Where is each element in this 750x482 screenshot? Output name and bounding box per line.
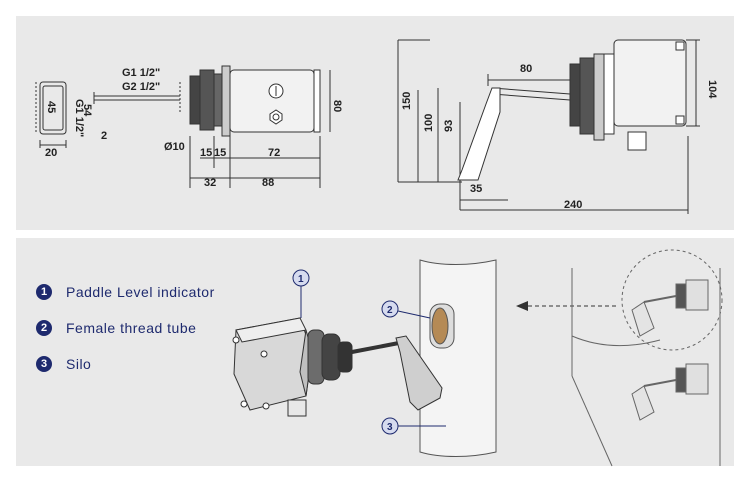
legend-item: 1 Paddle Level indicator xyxy=(36,283,215,301)
paddle-top-view xyxy=(397,39,700,214)
dim-35: 35 xyxy=(470,183,482,195)
dim-80-left: 80 xyxy=(331,100,343,112)
legend-number-3: 3 xyxy=(36,356,52,372)
legend-label-paddle-indicator: Paddle Level indicator xyxy=(66,284,215,300)
dim-100: 100 xyxy=(423,114,435,132)
legend-item: 2 Female thread tube xyxy=(36,319,215,337)
dim-d10: Ø10 xyxy=(164,141,185,153)
dim-72: 72 xyxy=(268,147,280,159)
dim-93: 93 xyxy=(443,120,455,132)
side-view-small xyxy=(35,81,67,148)
legend: 1 Paddle Level indicator 2 Female thread… xyxy=(36,283,215,391)
dim-g1: G1 1/2" xyxy=(122,67,160,79)
legend-number-2: 2 xyxy=(36,320,52,336)
paddle-side-view xyxy=(93,65,331,188)
legend-label-thread-tube: Female thread tube xyxy=(66,320,197,336)
legend-number-1: 1 xyxy=(36,284,52,300)
dim-150: 150 xyxy=(401,92,413,110)
dim-15b: 15 xyxy=(214,147,226,159)
dim-104: 104 xyxy=(706,80,718,99)
dim-45: 45 xyxy=(45,101,57,113)
dim-2: 2 xyxy=(101,130,107,142)
legend-label-silo: Silo xyxy=(66,356,92,372)
dim-240: 240 xyxy=(564,199,582,211)
dim-g1-vertical: G1 1/2" xyxy=(73,99,85,137)
dim-15a: 15 xyxy=(200,147,212,159)
dim-g2: G2 1/2" xyxy=(122,81,160,93)
dim-20: 20 xyxy=(45,147,57,159)
dim-32: 32 xyxy=(204,177,216,189)
dim-54: 54 xyxy=(81,104,93,117)
dim-88: 88 xyxy=(262,177,274,189)
legend-item: 3 Silo xyxy=(36,355,215,373)
dim-80-right: 80 xyxy=(520,63,532,75)
